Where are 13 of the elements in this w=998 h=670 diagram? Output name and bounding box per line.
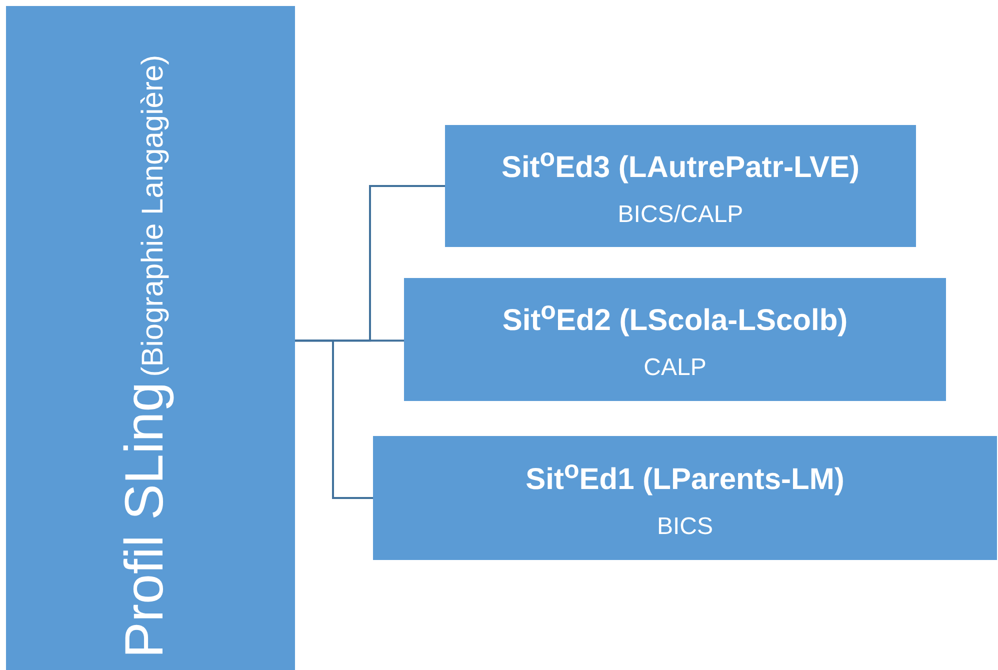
title-text: Profil SLing: [114, 382, 174, 658]
title-box: [6, 6, 295, 670]
competence-label: BICS: [656, 512, 713, 540]
competence-label: CALP: [644, 354, 706, 382]
subtitle-text: (Biographie Langagière): [136, 54, 169, 377]
situation-title: Sit$^{o}$Ed2 (LScola-LScolb): [502, 297, 848, 338]
situation-title: Sit$^{o}$Ed1 (LParents-LM): [526, 456, 844, 496]
situation-box: [373, 436, 997, 560]
competence-label: BICS/CALP: [618, 200, 744, 228]
situation-box: [445, 125, 916, 247]
situation-box: [404, 278, 946, 401]
connector-line: [295, 340, 373, 499]
situation-title: Sit$^{o}$Ed3 (LAutrePatr-LVE): [501, 144, 860, 184]
